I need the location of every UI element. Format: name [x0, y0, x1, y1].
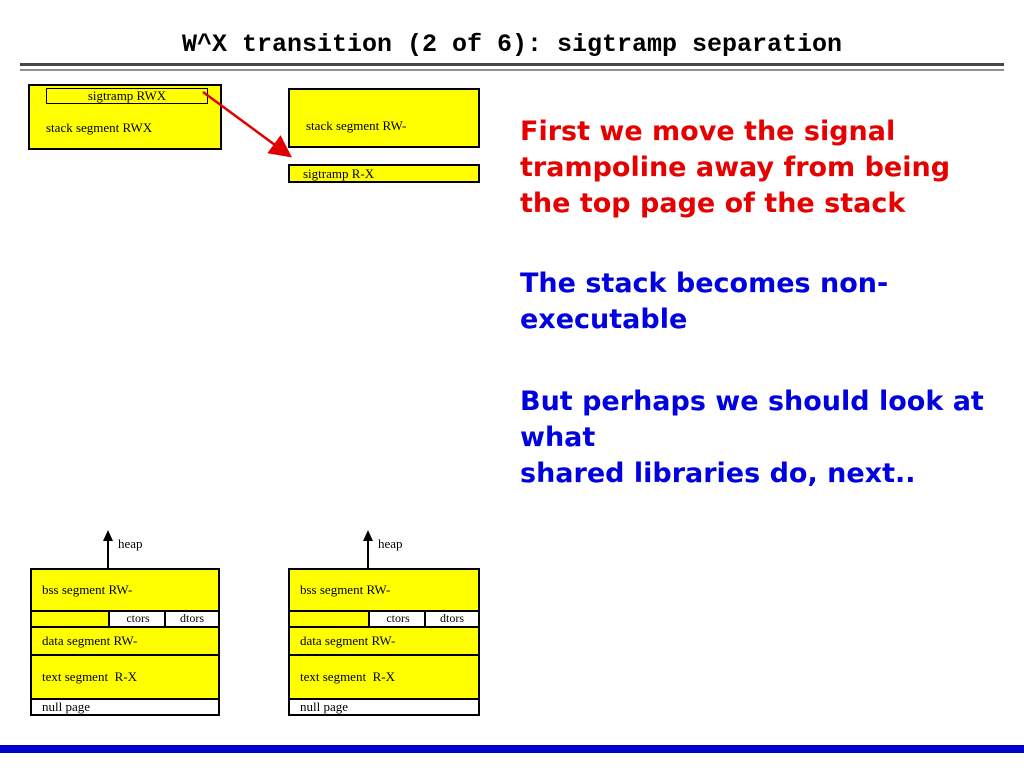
ctors-dtors-row: ctors dtors [288, 610, 480, 628]
note-red-paragraph: First we move the signal trampoline away… [520, 114, 950, 222]
sigtramp-rx-box: sigtramp R-X [288, 164, 480, 183]
note-blue2-line2: shared libraries do, next.. [520, 458, 916, 489]
note-red-line2: trampoline away from being [520, 152, 951, 183]
data-segment: data segment RW- [30, 626, 220, 656]
dtors-box: dtors [424, 610, 480, 628]
stack-rw-box: stack segment RW- [288, 88, 480, 148]
bss-segment: bss segment RW- [288, 568, 480, 612]
note-blue-paragraph: But perhaps we should look at what share… [520, 384, 1024, 492]
null-page: null page [288, 698, 480, 716]
red-move-arrow [202, 90, 293, 158]
null-page-label: null page [42, 699, 91, 714]
ctors-dtors-row: ctors dtors [30, 610, 220, 628]
title-rule [20, 63, 1004, 71]
memory-map-stack: bss segment RW- ctors dtors data segment… [288, 568, 480, 716]
note-red-line1: First we move the signal [520, 116, 896, 147]
heap-arrow-icon [363, 530, 373, 570]
memory-map-stack: bss segment RW- ctors dtors data segment… [30, 568, 220, 716]
stack-rwx-label: stack segment RWX [46, 120, 153, 135]
heap-label: heap [118, 536, 143, 551]
footer-bar [0, 745, 1024, 753]
bss-label: bss segment RW- [300, 582, 391, 597]
data-label: data segment RW- [42, 633, 138, 648]
heap-arrow-icon [103, 530, 113, 570]
sigtramp-rwx-box: sigtramp RWX [46, 88, 208, 104]
text-label: text segment R-X [42, 669, 137, 684]
bss-label: bss segment RW- [42, 582, 133, 597]
text-label: text segment R-X [300, 669, 395, 684]
null-page: null page [30, 698, 220, 716]
text-segment: text segment R-X [288, 654, 480, 700]
stack-rw-label: stack segment RW- [306, 118, 407, 133]
stack-rwx-box: sigtramp RWX stack segment RWX [28, 84, 222, 150]
note-red-line3: the top page of the stack [520, 188, 906, 219]
data-label: data segment RW- [300, 633, 396, 648]
note-blue2-line1: But perhaps we should look at what [520, 386, 984, 453]
null-page-label: null page [300, 699, 349, 714]
heap-label: heap [378, 536, 403, 551]
note-blue-line: The stack becomes non-executable [520, 268, 889, 335]
bss-segment: bss segment RW- [30, 568, 220, 612]
text-segment: text segment R-X [30, 654, 220, 700]
data-segment: data segment RW- [288, 626, 480, 656]
slide-title: W^X transition (2 of 6): sigtramp separa… [181, 30, 843, 59]
